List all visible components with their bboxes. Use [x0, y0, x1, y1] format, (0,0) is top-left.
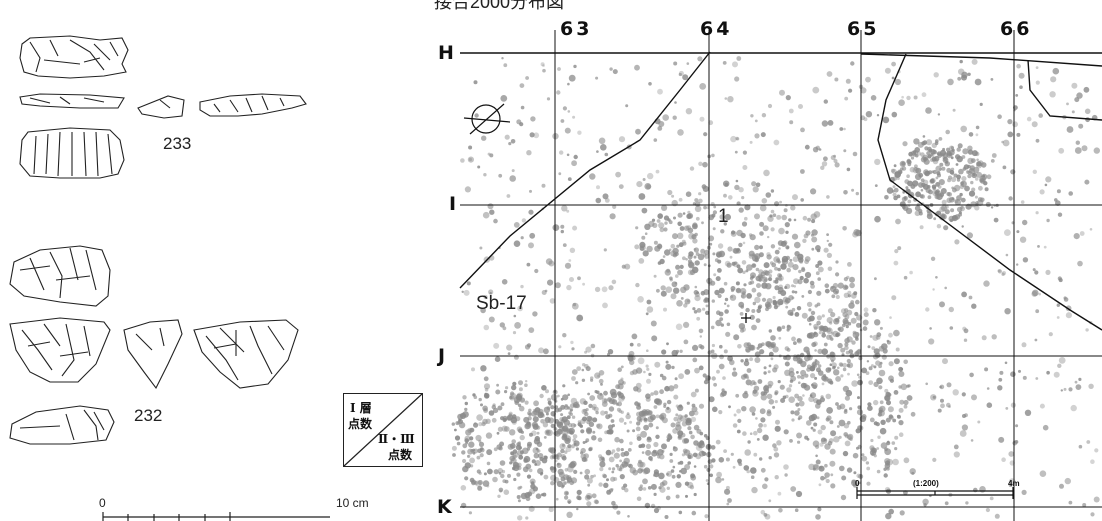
legend-layer23-count: 点数 — [388, 448, 413, 462]
map-scale-zero: 0 — [855, 479, 860, 488]
grid-row-label-J: J — [438, 345, 446, 367]
grid-column-label-63: 63 — [560, 18, 593, 40]
legend-box: I 層 点数 Ⅱ・Ⅲ 点数 — [343, 393, 423, 467]
artifact-233-cross-section — [137, 95, 185, 119]
map-scale-bar — [856, 487, 1014, 499]
artifact-232-bottom-view — [9, 405, 115, 445]
artifact-233-side-view — [19, 93, 125, 109]
point-marker — [741, 313, 751, 323]
scale-zero-label: 0 — [99, 496, 106, 510]
figure-caption: 接合2000分布図 — [434, 0, 565, 12]
artifact-232-label: 232 — [134, 406, 163, 425]
artifact-232-top-view — [9, 245, 111, 307]
grid-lines — [460, 30, 1102, 521]
north-arrow-icon — [463, 103, 511, 135]
grid-row-label-K: K — [437, 496, 452, 518]
pit-sb17-label: Sb-17 — [476, 293, 527, 314]
legend-layer1-count: 点数 — [348, 417, 373, 431]
distribution-map — [451, 30, 1102, 521]
legend-diagonal — [344, 394, 422, 466]
artifact-233-top-view — [19, 35, 129, 79]
grid-column-label-66: 66 — [1000, 18, 1033, 40]
artifact-233-label: 233 — [163, 134, 192, 153]
grid-row-label-I: I — [449, 193, 457, 215]
artifact-drawings — [9, 35, 330, 521]
map-scale-ratio: (1:200) — [913, 479, 939, 488]
artifact-232-side-view — [123, 319, 183, 390]
artifact-distribution-points — [451, 56, 1100, 521]
point-label: 1 — [718, 206, 729, 227]
grid-column-label-65: 65 — [847, 18, 880, 40]
artifact-233-profile-view — [199, 93, 307, 117]
scale-end-label: 10 cm — [336, 496, 369, 510]
artifact-scale-bar — [102, 512, 330, 521]
artifact-233-bottom-view — [19, 127, 125, 179]
grid-column-label-64: 64 — [700, 18, 733, 40]
map-scale-end: 4m — [1008, 479, 1020, 488]
grid-row-label-H: H — [438, 42, 454, 64]
excavation-edge — [860, 53, 1102, 67]
pit-boundary-east — [877, 53, 1102, 331]
legend-layer23-label: Ⅱ・Ⅲ — [378, 432, 415, 446]
artifact-232-back-view — [193, 319, 299, 389]
pit-boundary-far-east — [1027, 59, 1102, 121]
artifact-232-front-view — [9, 317, 111, 383]
pit-sb17-outline — [459, 51, 711, 289]
legend-layer1-label: I 層 — [350, 401, 372, 415]
